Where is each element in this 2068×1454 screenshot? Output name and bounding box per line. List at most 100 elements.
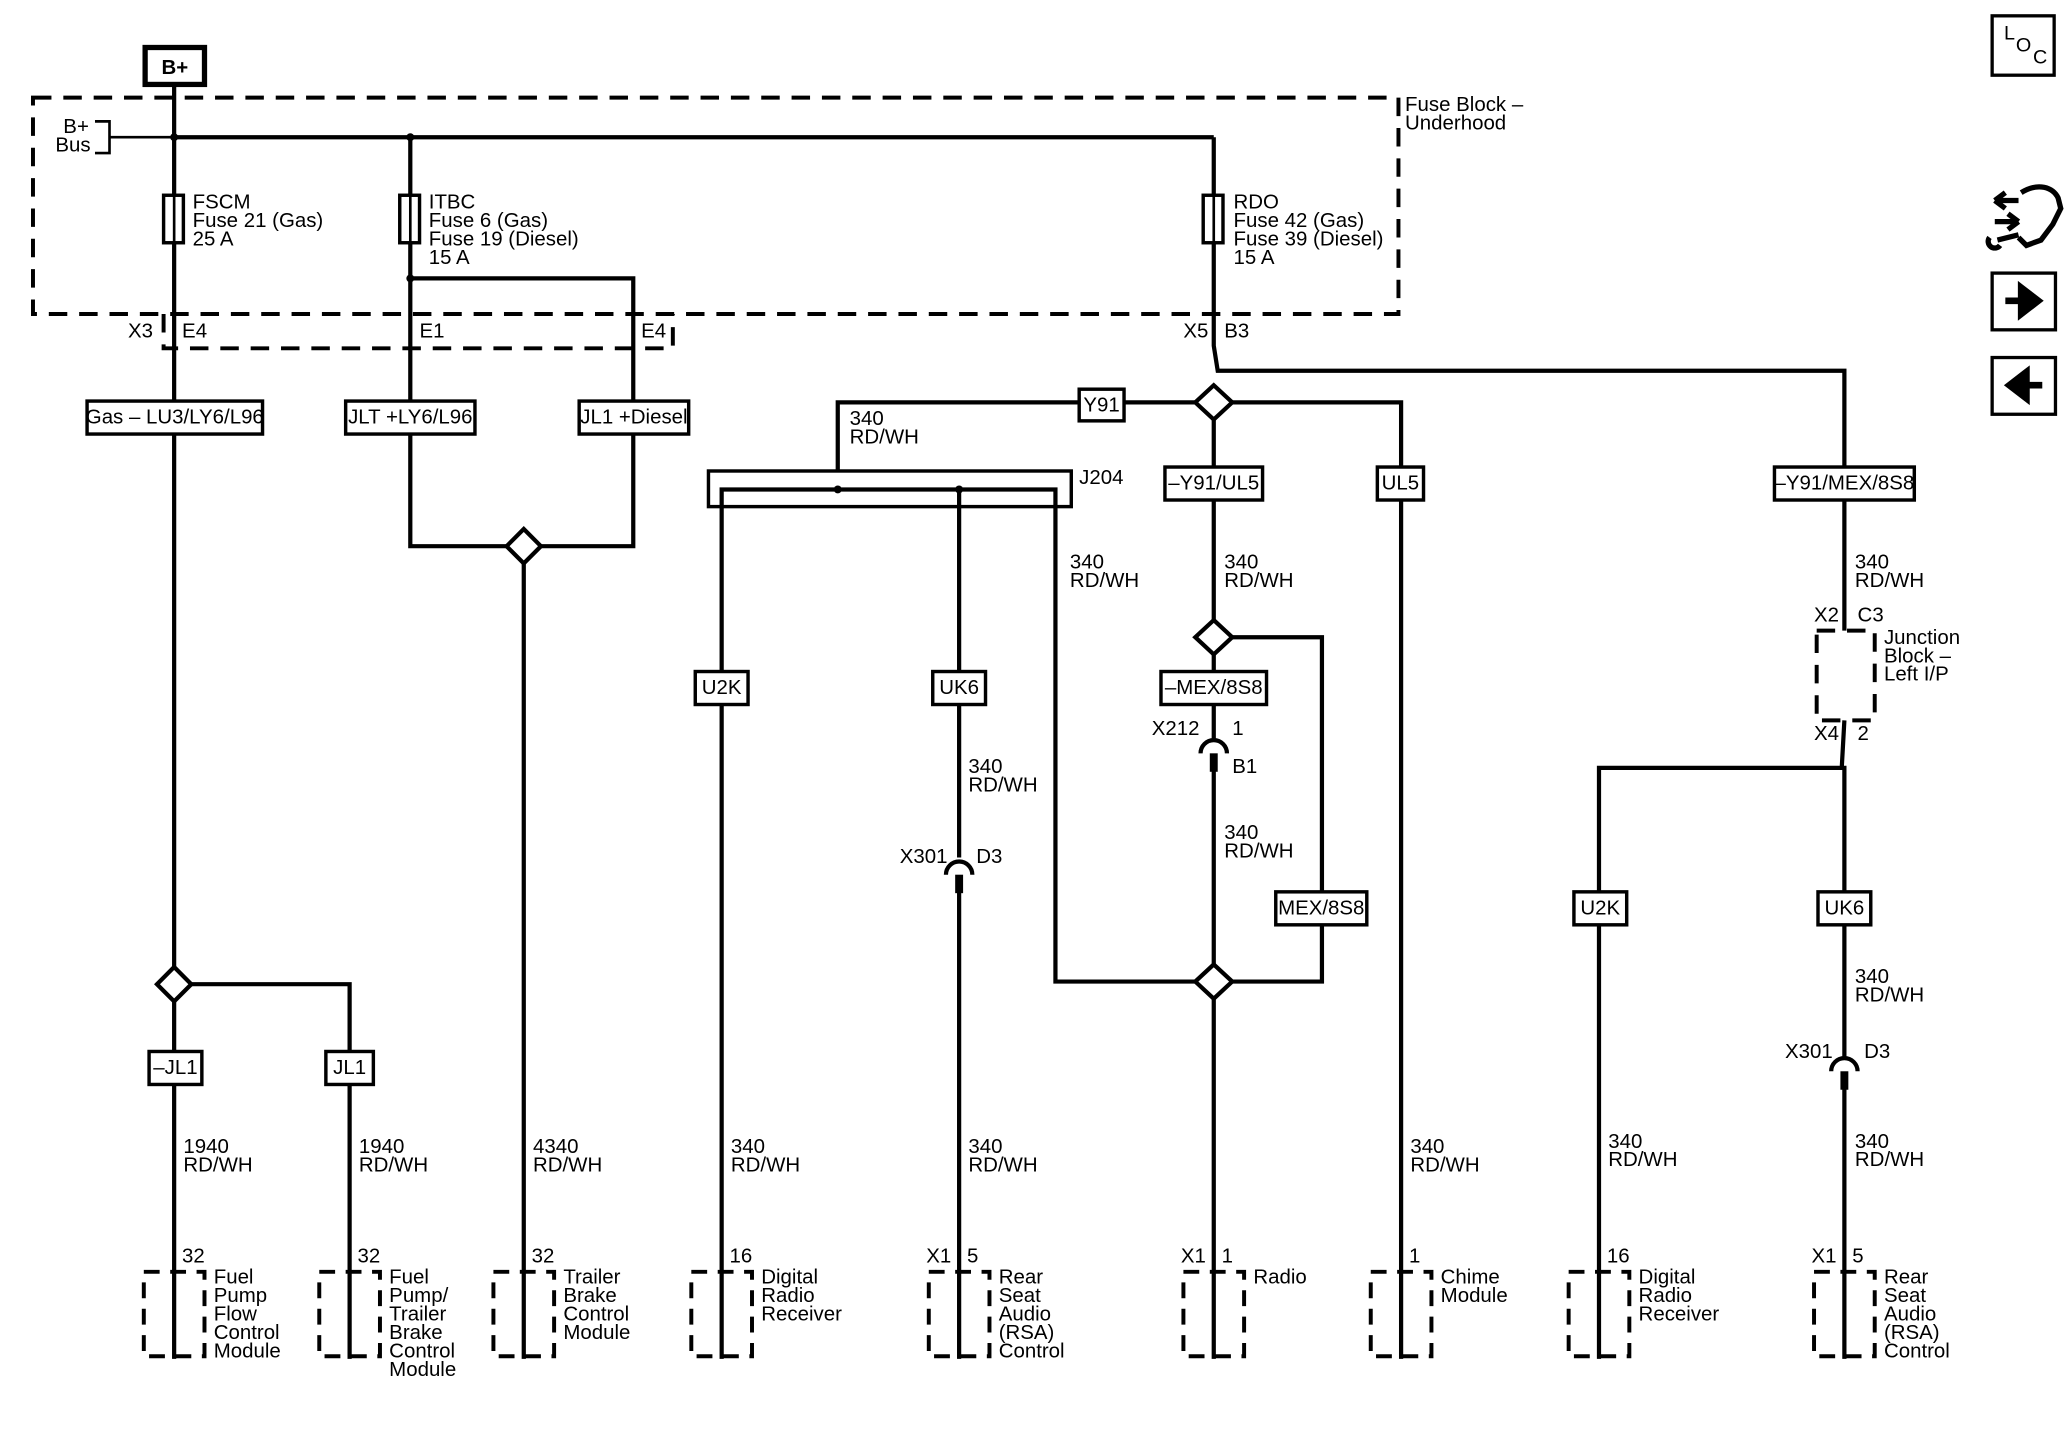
option-gas-box (85, 399, 265, 436)
wire-far-right-mid-color: RD/WH (1855, 983, 1924, 1006)
option-mex-label: MEX/8S8 (1278, 896, 1364, 919)
junction-block-label-1: Junction (1884, 626, 1960, 649)
option-u2k-b-label: U2K (1580, 896, 1620, 919)
x301-b-label: X301 (1785, 1040, 1833, 1063)
module-connector-label: X1 (1181, 1245, 1206, 1268)
module-row: 32FuelPumpFlowControlModule32FuelPump/Tr… (141, 1245, 1950, 1381)
option-u2k-a-label: U2K (702, 676, 742, 699)
loc-l: L (2004, 23, 2015, 45)
itbc-fuse-desc-1: Fuse 6 (Gas) (429, 209, 548, 232)
module-name-line: Control (563, 1303, 629, 1326)
x212-pin1-label: 1 (1232, 717, 1243, 740)
module-name-line: Module (214, 1340, 281, 1363)
x3-e1-label: E1 (420, 320, 445, 343)
x5-label: X5 (1183, 320, 1208, 343)
rdo-fuse-desc-1: Fuse 42 (Gas) (1234, 209, 1365, 232)
option-mex-box (1274, 890, 1369, 927)
wire-fptbcm-color: RD/WH (359, 1154, 428, 1177)
x212-b1-label: B1 (1232, 755, 1257, 778)
module-name-line: Receiver (761, 1303, 842, 1326)
fuse-block-label-2: Underhood (1405, 111, 1506, 134)
module-name-line: Fuel (214, 1266, 254, 1289)
rdo-wire (1211, 137, 1847, 469)
module-name-line: Seat (1884, 1284, 1926, 1307)
option-uk6-a-box (931, 669, 988, 707)
fscm-fuse-desc: Fuse 21 (Gas) (193, 209, 324, 232)
x301-b-pin-label: D3 (1864, 1040, 1890, 1063)
module-outline (1368, 1269, 1434, 1359)
wire-uk6-a-mid-circuit: 340 (968, 755, 1002, 778)
arrow-right-icon (2005, 280, 2044, 321)
bus-label-1: B+ (63, 115, 89, 138)
module-outline (926, 1269, 992, 1359)
rdo-fuse-name: RDO (1234, 190, 1279, 213)
arrow-left-icon (2003, 365, 2043, 406)
wire-j204-right-circuit: 340 (1070, 551, 1104, 574)
module-name-line: Flow (214, 1303, 257, 1326)
wire-drr-b-circuit: 340 (1608, 1130, 1642, 1153)
itbc-fuse-name: ITBC (429, 190, 476, 213)
wire-fpfcm-color: RD/WH (183, 1154, 252, 1177)
module-name-line: Fuel (389, 1266, 429, 1289)
x301-a-label: X301 (900, 845, 948, 868)
jb-x2-label: X2 (1814, 603, 1839, 626)
wire-far-right-top-circuit: 340 (1855, 551, 1889, 574)
module-pin-label: 1 (1409, 1245, 1420, 1268)
wire-x212-down-circuit: 340 (1224, 821, 1258, 844)
x301-a-pin (955, 874, 964, 894)
wire-top-left-color: RD/WH (850, 425, 919, 448)
module-outline (317, 1269, 382, 1359)
loc-button[interactable] (1990, 14, 2056, 77)
itbc-fuse-desc-2: Fuse 19 (Diesel) (429, 227, 579, 250)
loc-o: O (2016, 34, 2031, 56)
module-name-line: Module (1441, 1284, 1508, 1307)
x301-b-pin (1840, 1071, 1849, 1090)
x3-connector-outline (161, 313, 675, 351)
wire-uk6-a-mid-color: RD/WH (968, 774, 1037, 797)
wire-rsa-b-circuit: 340 (1855, 1130, 1889, 1153)
x5-b3-label: B3 (1224, 320, 1249, 343)
wrench-connector-icon[interactable] (1985, 179, 2064, 254)
module-pin-label: 5 (1852, 1245, 1863, 1268)
fuse-block-outline (31, 95, 1401, 316)
option-not-y91-mex-label: –Y91/MEX/8S8 (1775, 471, 1915, 494)
wire-tbcm-color: RD/WH (533, 1154, 602, 1177)
option-u2k-b-box (1572, 890, 1629, 927)
option-y91-label: Y91 (1083, 394, 1119, 417)
module-name-line: Brake (389, 1321, 442, 1344)
junction-block-outline (1814, 628, 1877, 723)
fuse-block-label-1: Fuse Block – (1405, 93, 1524, 116)
loc-c: C (2033, 46, 2047, 68)
itbc-split-node (406, 274, 415, 283)
option-ul5-label: UL5 (1382, 471, 1420, 494)
module-name-line: Control (999, 1340, 1065, 1363)
module-name-line: Pump (214, 1284, 267, 1307)
splice-diamond-trailer (503, 526, 544, 567)
module-name-line: Digital (1639, 1266, 1696, 1289)
splice-diamond-gas (154, 964, 195, 1005)
wire-top-left-circuit: 340 (850, 407, 884, 430)
module-connector-label: X1 (1811, 1245, 1836, 1268)
wire-fptbcm-circuit: 1940 (359, 1135, 404, 1158)
far-right-lower-wires (1596, 720, 1847, 1359)
module-outline (141, 1269, 207, 1359)
x301-a-pin-label: D3 (976, 845, 1002, 868)
wire-drr-a-color: RD/WH (731, 1154, 800, 1177)
splice-diamond-radio-lower (1192, 961, 1236, 1002)
module-outline (1566, 1269, 1632, 1359)
option-not-mex-box (1159, 669, 1269, 707)
bus-bracket (94, 120, 175, 155)
wire-drr-a-circuit: 340 (731, 1135, 765, 1158)
option-jl1-diesel-box (577, 399, 691, 436)
j204-node-in (833, 485, 842, 494)
module-name-line: Radio (1253, 1266, 1306, 1289)
itbc-fuse-rating: 15 A (429, 246, 470, 269)
module-name-line: Module (563, 1321, 630, 1344)
module-name-line: Radio (1639, 1284, 1692, 1307)
module-name-line: Rear (1884, 1266, 1928, 1289)
module-name-line: Control (214, 1321, 280, 1344)
